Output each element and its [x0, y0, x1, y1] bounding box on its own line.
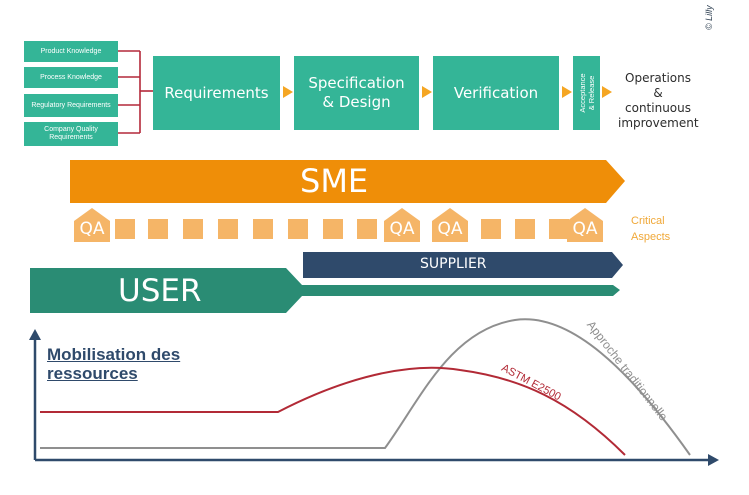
- qa-label-4: QA: [572, 219, 598, 239]
- qa-dashes: [115, 219, 569, 239]
- acceptance-label: Acceptance & Release: [577, 73, 596, 113]
- stage-requirements: Requirements: [153, 56, 280, 130]
- traditional-curve: [40, 318, 691, 456]
- sme-bar: [70, 160, 625, 203]
- chart-axes: [33, 337, 712, 462]
- operations-label: Operations & continuous improvement: [618, 71, 699, 130]
- qa-badge-4: [567, 208, 603, 242]
- stage-spec-line2: & Design: [322, 93, 391, 111]
- qa-label-3: QA: [437, 219, 463, 239]
- supplier-bar: [303, 252, 623, 278]
- critical-aspects-label: Critical Aspects: [631, 215, 671, 243]
- stage-acceptance-release: Acceptance & Release: [573, 56, 600, 130]
- qa-label-1: QA: [79, 219, 105, 239]
- y-axis-arrowhead: [29, 329, 41, 340]
- supplier-label: SUPPLIER: [420, 256, 487, 272]
- stage-specification-design: Specification & Design: [294, 56, 419, 130]
- input-product-knowledge: Product Knowledge: [24, 41, 118, 62]
- sme-label: SME: [300, 162, 369, 200]
- stage-verification: Verification: [433, 56, 559, 130]
- input-process-knowledge: Process Knowledge: [24, 67, 118, 88]
- astm-curve: [40, 366, 626, 456]
- copyright-label: © Lilly: [704, 5, 714, 30]
- user-label: USER: [118, 273, 202, 309]
- input-regulatory-requirements: Regulatory Requirements: [24, 94, 118, 117]
- x-axis-arrowhead: [708, 454, 719, 466]
- user-bar: [30, 268, 620, 313]
- input-company-quality-requirements: Company Quality Requirements: [24, 122, 118, 146]
- qa-badge-2: [384, 208, 420, 242]
- stage-spec-line1: Specification: [308, 74, 405, 92]
- qa-label-2: QA: [389, 219, 415, 239]
- qa-badge-1: [74, 208, 110, 242]
- qa-badge-3: [432, 208, 468, 242]
- chart-title: Mobilisation des ressources: [47, 345, 181, 383]
